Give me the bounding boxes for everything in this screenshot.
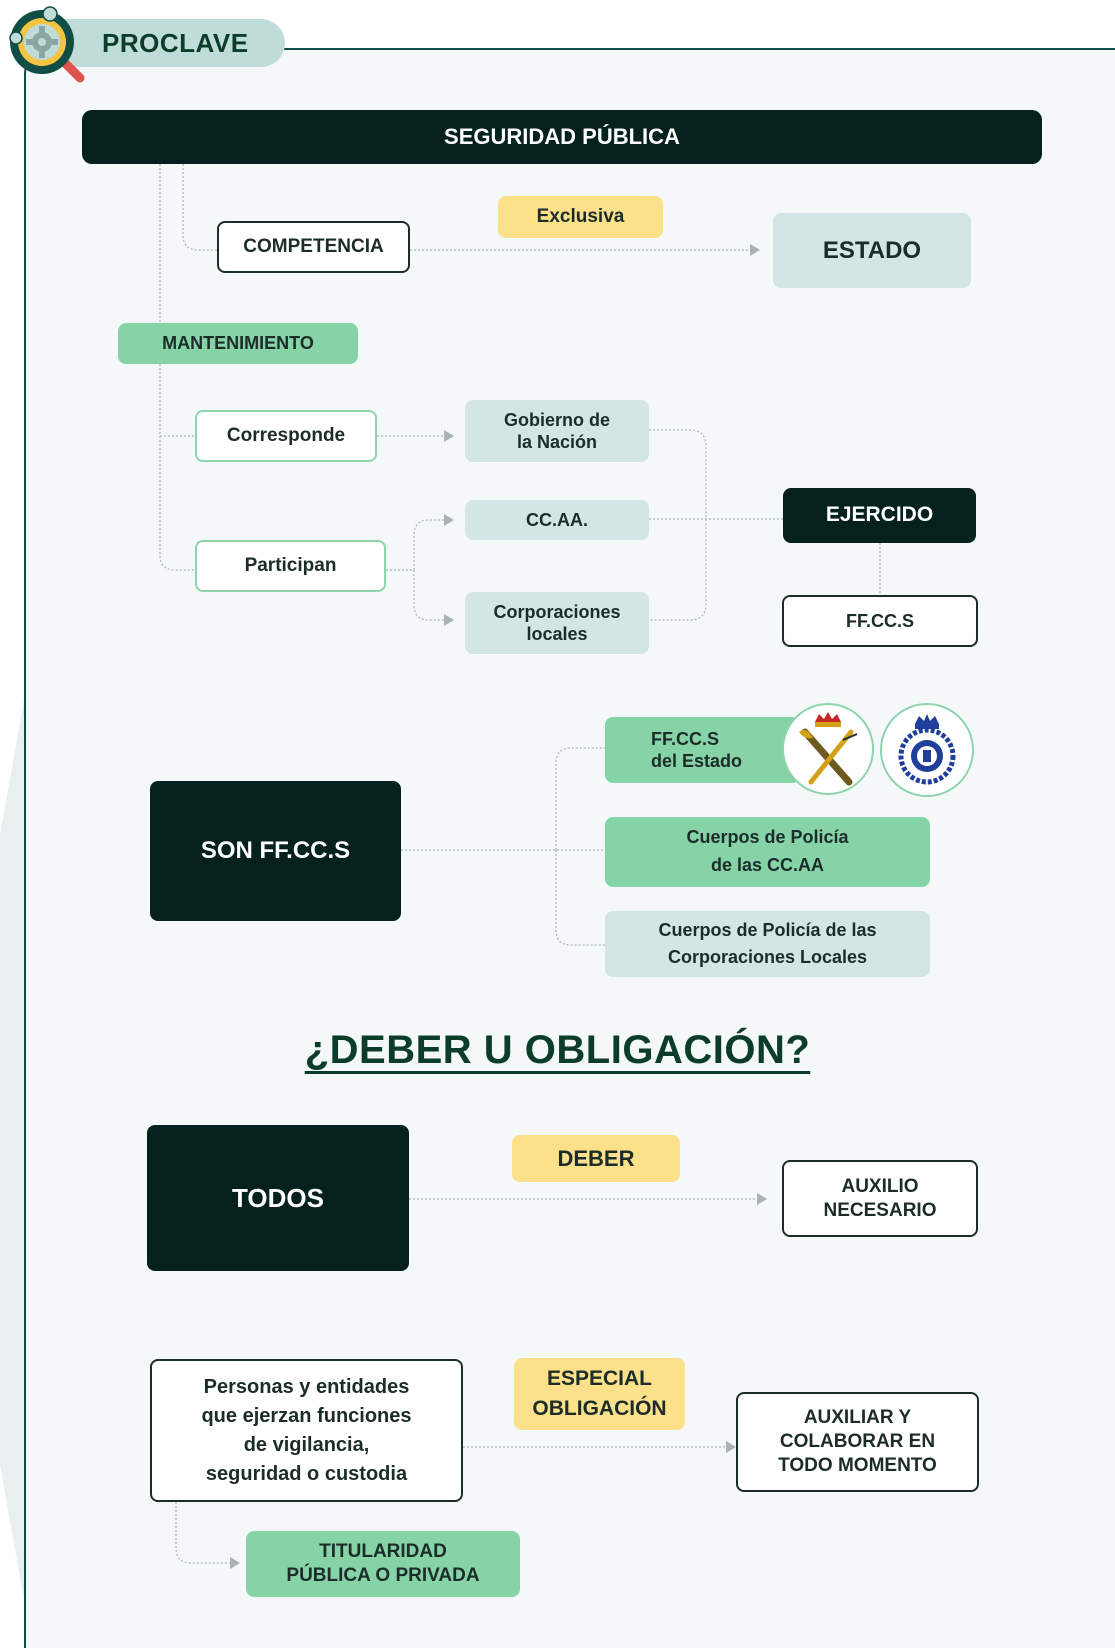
ejercido-box: EJERCIDO [783,488,976,543]
deber-label: DEBER [557,1145,635,1171]
seguridad-publica-label: SEGURIDAD PÚBLICA [444,124,680,150]
especial-label: ESPECIAL OBLIGACIÓN [532,1366,667,1420]
personas-box: Personas y entidades que ejerzan funcion… [150,1359,463,1502]
ffccs-estado-label: FF.CC.S del Estado [651,728,743,772]
auxiliar-box: AUXILIAR Y COLABORAR EN TODO MOMENTO [736,1392,979,1492]
policia-locales-box: Cuerpos de Policía de las Corporaciones … [605,911,930,977]
ccaa-label: CC.AA. [526,509,588,530]
exclusiva-tag: Exclusiva [498,196,663,238]
gobierno-label: Gobierno de la Nación [503,409,610,453]
todos-label: TODOS [232,1182,324,1213]
corporaciones-box: Corporaciones locales [465,592,649,654]
participan-box: Participan [195,540,386,592]
corresponde-label: Corresponde [226,425,346,447]
policia-nacional-emblem-icon [880,703,974,797]
ffccs-estado-box: FF.CC.S del Estado [605,717,800,783]
gobierno-box: Gobierno de la Nación [465,400,649,462]
son-ffccs-label: SON FF.CC.S [200,837,351,864]
estado-label: ESTADO [822,236,922,264]
auxilio-box: AUXILIO NECESARIO [782,1160,978,1237]
mantenimiento-label: MANTENIMIENTO [162,333,314,354]
guardia-civil-emblem-icon [782,703,874,795]
magnifier-gear-icon [2,2,88,88]
seguridad-publica-title: SEGURIDAD PÚBLICA [82,110,1042,164]
policia-ccaa-box: Cuerpos de Policía de las CC.AA [605,817,930,887]
competencia-box: COMPETENCIA [217,221,410,273]
especial-tag: ESPECIAL OBLIGACIÓN [514,1358,685,1430]
background-decoration [0,700,24,1600]
competencia-label: COMPETENCIA [243,236,384,258]
auxiliar-label: AUXILIAR Y COLABORAR EN TODO MOMENTO [778,1407,937,1476]
participan-label: Participan [244,555,337,577]
policia-locales-label: Cuerpos de Policía de las Corporaciones … [658,920,877,967]
personas-label: Personas y entidades que ejerzan funcion… [201,1375,412,1485]
mantenimiento-tag: MANTENIMIENTO [118,323,358,364]
ffccs-label: FF.CC.S [845,610,914,631]
estado-box: ESTADO [773,213,971,288]
policia-ccaa-label: Cuerpos de Policía de las CC.AA [686,827,849,875]
son-ffccs-box: SON FF.CC.S [150,781,401,921]
proclave-badge: PROCLAVE [60,19,285,67]
titularidad-box: TITULARIDAD PÚBLICA O PRIVADA [246,1531,520,1597]
section-title: ¿DEBER U OBLIGACIÓN? [0,1028,1115,1073]
todos-box: TODOS [147,1125,409,1271]
corporaciones-label: Corporaciones locales [493,601,621,645]
auxilio-label: AUXILIO NECESARIO [823,1175,937,1221]
section-title-text: ¿DEBER U OBLIGACIÓN? [304,1028,811,1072]
exclusiva-label: Exclusiva [536,206,625,228]
titularidad-label: TITULARIDAD PÚBLICA O PRIVADA [286,1541,480,1586]
ejercido-label: EJERCIDO [825,503,934,527]
badge-label: PROCLAVE [102,28,249,58]
ffccs-box: FF.CC.S [782,595,978,647]
deber-tag: DEBER [512,1135,680,1182]
ccaa-box: CC.AA. [465,500,649,540]
corresponde-box: Corresponde [195,410,377,462]
